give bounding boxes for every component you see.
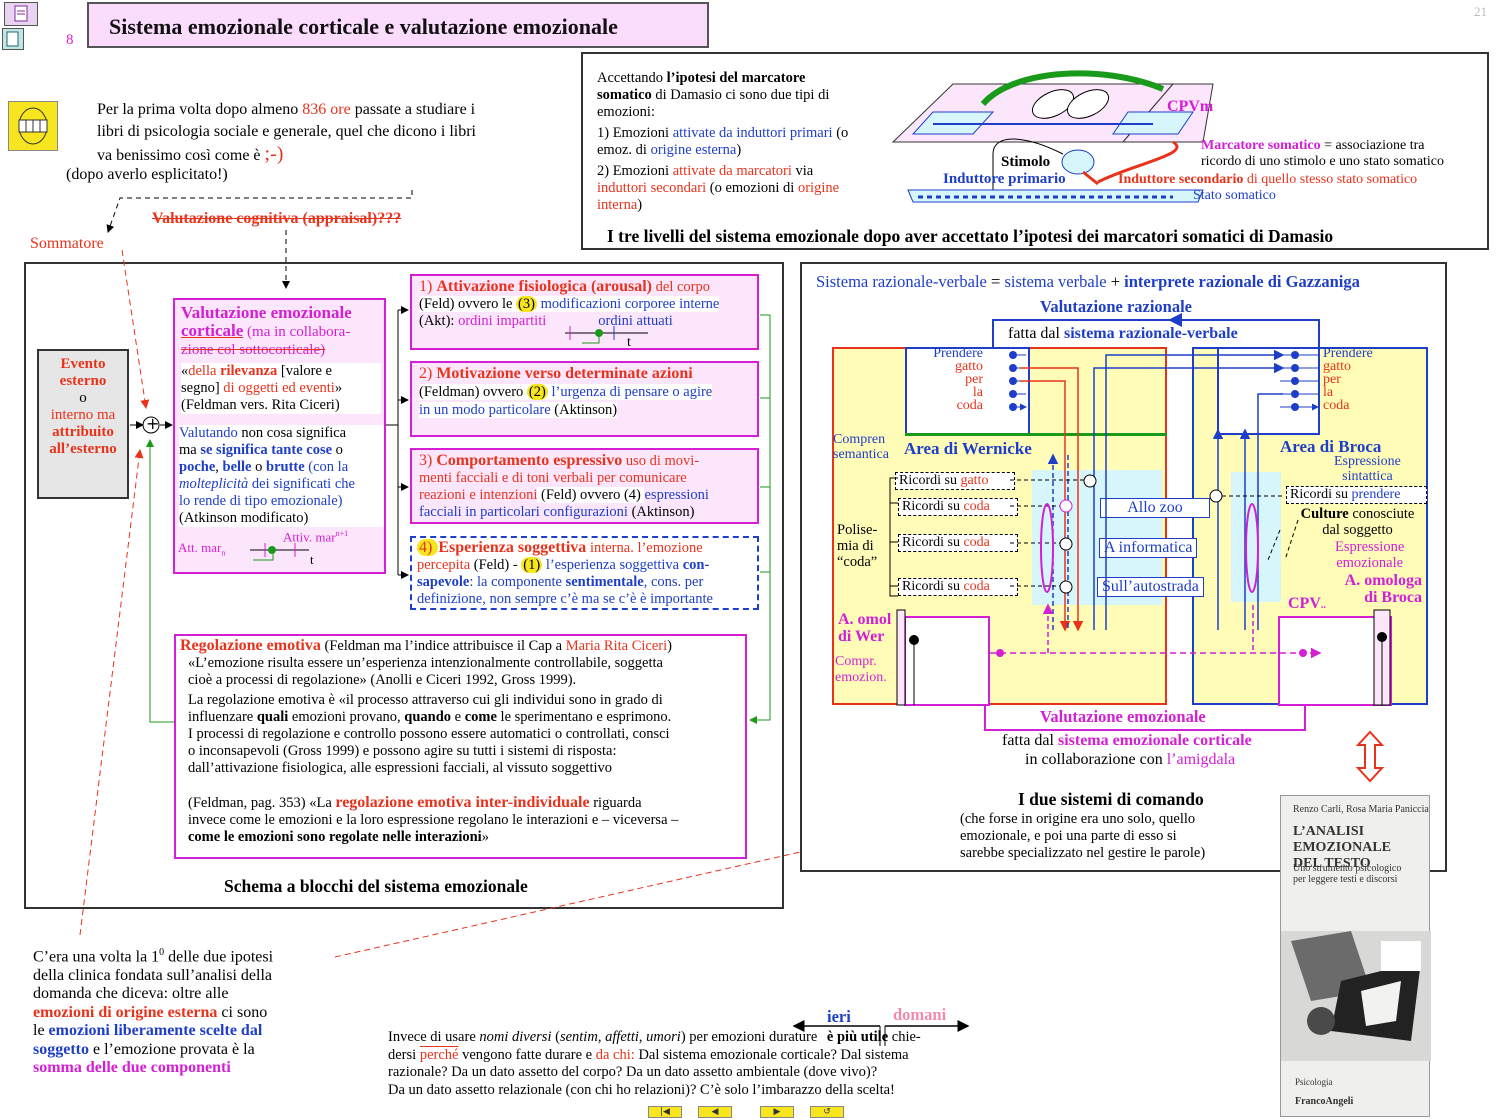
domani-label: domani <box>893 1005 947 1024</box>
intro-text: Per la prima volta dopo almeno 836 ore p… <box>97 101 476 165</box>
book-series: Psicologia <box>1295 1077 1333 1087</box>
next-slide-icon[interactable]: ▶ <box>760 1106 794 1118</box>
cpv-label: CPV.. <box>1288 595 1326 612</box>
right-word-box <box>1217 347 1320 435</box>
marker-timeline <box>250 543 309 561</box>
motivation-box: 2) Motivazione verso determinate azioni … <box>410 361 759 437</box>
smiley: ;-) <box>264 143 284 165</box>
wernicke-label: Area di Wernicke <box>904 439 1032 458</box>
order-timeline <box>565 326 648 344</box>
ricordi-prendere: Ricordi su prendere <box>1286 486 1427 504</box>
ricordi-coda-2: Ricordi su coda <box>898 534 1018 552</box>
previous-slide-icon[interactable]: ◀ <box>698 1106 732 1118</box>
regulation-box: Regolazione emotiva (Feldman ma l’indice… <box>174 634 747 859</box>
marcatore-label: Marcatore somatico = associazione tra ri… <box>1201 138 1445 169</box>
green-line <box>905 433 1167 436</box>
left-word-box <box>905 347 1030 435</box>
question-text: Invece di usare nomi diversi (sentim, af… <box>388 1029 921 1098</box>
intro-note: (dopo averlo esplicitato!) <box>66 166 228 183</box>
book-icon[interactable] <box>8 101 58 151</box>
activation-box: 1) Attivazione fisiologica (arousal) del… <box>410 274 759 350</box>
left-words: Prendere gatto per la coda <box>933 346 983 413</box>
time-arrows <box>792 1020 970 1046</box>
val-emozionale-label: Valutazione emozionale <box>1040 707 1206 726</box>
page-icon <box>14 5 28 22</box>
book-artwork <box>1281 931 1431 1061</box>
ricordi-gatto: Ricordi su gatto <box>895 472 1015 490</box>
book-cover[interactable]: Renzo Carli, Rosa Maria Paniccia L’ANALI… <box>1280 795 1431 1117</box>
context-informatica: A informatica <box>1099 538 1198 558</box>
brain-icon <box>18 107 48 145</box>
sommatore-label: Sommatore <box>30 235 104 252</box>
ieri-label: ieri <box>827 1007 851 1026</box>
title-box: Sistema emozionale corticale e valutazio… <box>87 2 709 48</box>
polisemia-label: Polise-mia di“coda” <box>837 522 878 570</box>
induttore-secondario-label: Induttore secondario di quello stesso st… <box>1118 172 1418 187</box>
compr-emoz-label: Compr.emozion. <box>835 654 887 685</box>
val-razionale-label: Valutazione razionale <box>1040 297 1193 316</box>
double-arrow <box>1355 730 1385 783</box>
systems-header: Sistema razionale-verbale = sistema verb… <box>816 272 1360 291</box>
book-authors: Renzo Carli, Rosa Maria Paniccia <box>1293 804 1429 815</box>
notes-icon[interactable] <box>2 28 24 50</box>
document-icon[interactable] <box>4 2 38 26</box>
right-words: Prendere gatto per la coda <box>1323 346 1373 413</box>
fatta-dal-emozionale: fatta dal sistema emozionale corticale <box>1002 732 1252 749</box>
context-zoo: Allo zoo <box>1100 498 1210 518</box>
clinical-hypothesis-text: C’era una volta la 10 delle due ipotesi … <box>33 947 274 1077</box>
two-systems-note: (che forse in origine era uno solo, quel… <box>960 811 1206 861</box>
damasio-panel: Accettando l’ipotesi del marcatore somat… <box>581 52 1489 250</box>
fatta-dal-razionale: fatta dal sistema razionale-verbale <box>1008 325 1238 342</box>
primary-inducer-path <box>992 138 1064 190</box>
book-publisher: FrancoAngeli <box>1295 1096 1354 1107</box>
ricordi-coda-3: Ricordi su coda <box>898 578 1018 596</box>
lens-2 <box>1066 89 1110 119</box>
valutazione-box: Valutazione emozionale corticale (ma in … <box>173 298 386 574</box>
ricordi-coda-1: Ricordi su coda <box>898 498 1018 516</box>
experience-box: 4) Esperienza soggettiva interna. l’emoz… <box>410 536 759 610</box>
page-number: 21 <box>1474 4 1487 19</box>
sheet-icon <box>6 31 19 47</box>
slide-number: 8 <box>66 32 74 48</box>
damasio-diagram <box>891 70 1214 203</box>
stato-somatico-label: Stato somatico <box>1193 188 1276 203</box>
lens-1 <box>1031 89 1075 119</box>
appraisal-label: Valutazione cognitiva (appraisal)??? <box>152 210 402 227</box>
plus-sign: + <box>146 414 160 433</box>
two-systems-caption: I due sistemi di comando <box>1018 789 1204 809</box>
cpvm-label: CPVm <box>1167 98 1214 115</box>
evento-box: Evento esterno o interno ma attribuito a… <box>37 349 129 499</box>
page-title: Sistema emozionale corticale e valutazio… <box>109 14 618 39</box>
block-schema-caption: Schema a blocchi del sistema emozionale <box>224 876 528 896</box>
collaborazione-label: in collaborazione con l’amigdala <box>1025 751 1236 768</box>
return-icon[interactable]: ↺ <box>810 1106 844 1118</box>
green-loop <box>980 70 1165 107</box>
damasio-caption: I tre livelli del sistema emozionale dop… <box>607 226 1334 246</box>
amygdala <box>1061 149 1095 175</box>
expressive-box: 3) Comportamento espressivo uso di movi-… <box>410 448 759 524</box>
damasio-text: Accettando l’ipotesi del marcatore somat… <box>597 70 849 213</box>
context-autostrada: Sull’autostrada <box>1097 577 1204 597</box>
induttore-primario-label: Induttore primario <box>943 171 1066 187</box>
secondary-inducer-path <box>1097 140 1179 184</box>
stimolo-label: Stimolo <box>1001 154 1051 170</box>
hours-value: 836 ore <box>302 101 351 118</box>
first-slide-icon[interactable]: |◀ <box>648 1106 682 1118</box>
broca-label: Area di Broca <box>1280 437 1382 456</box>
